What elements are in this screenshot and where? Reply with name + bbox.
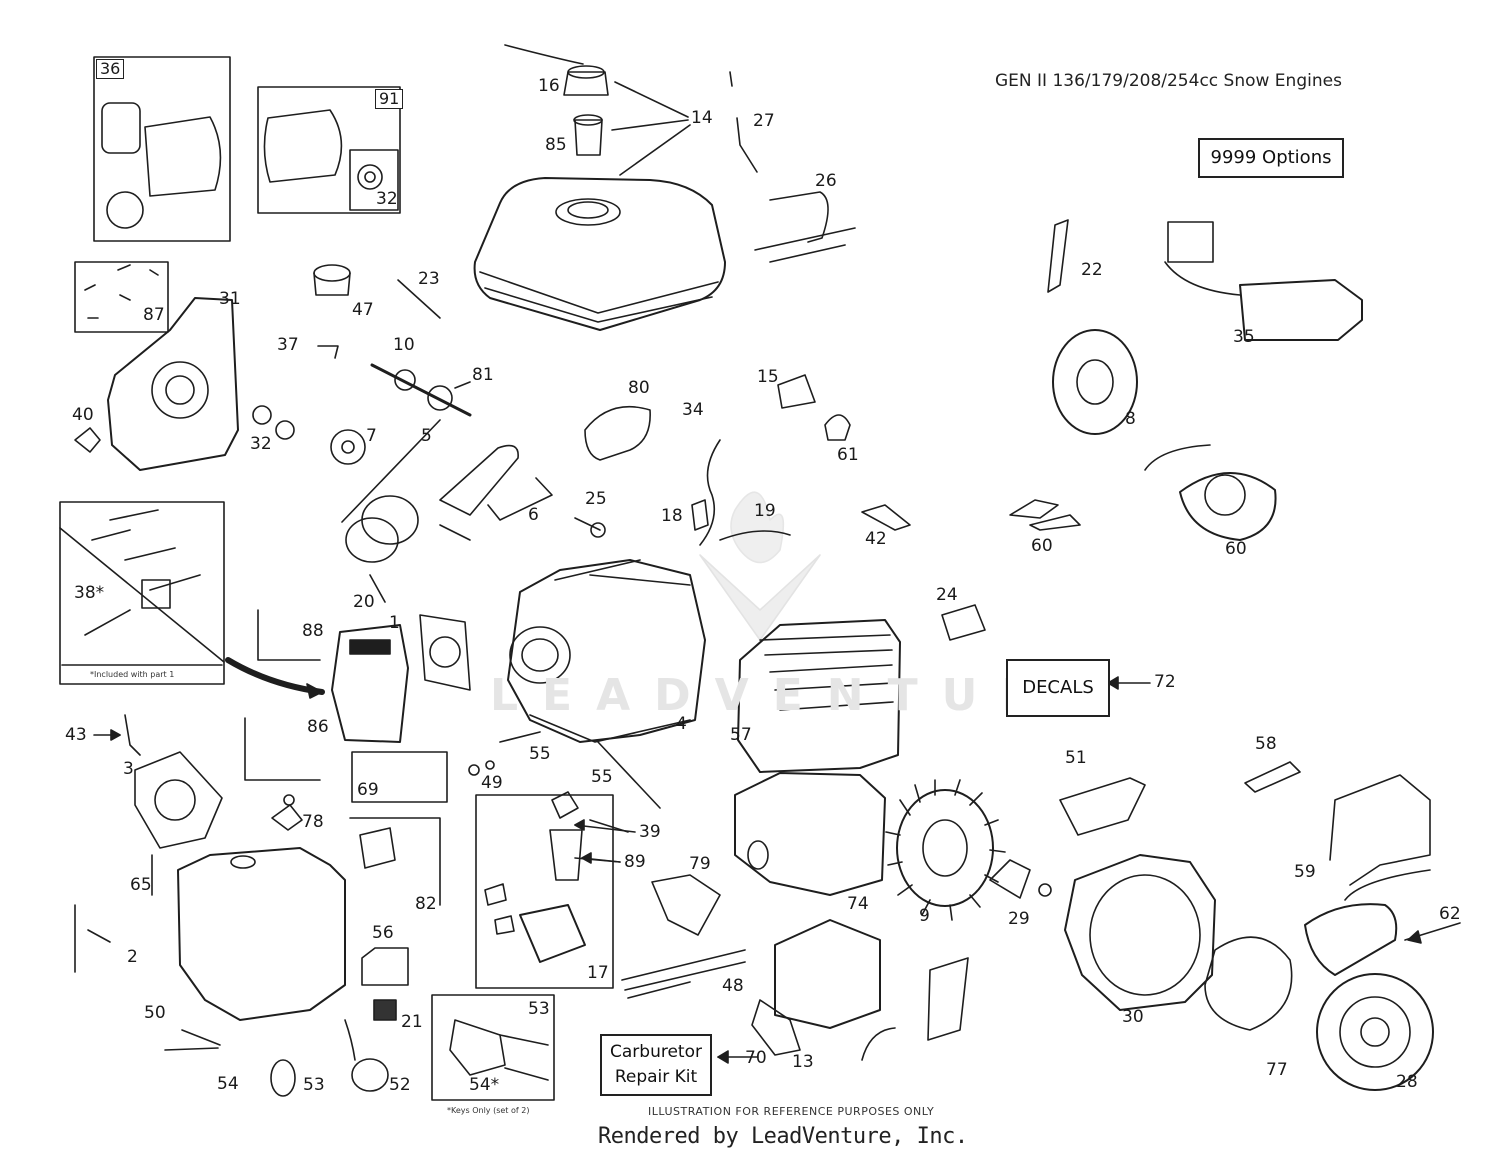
callout-57[interactable]: 57 xyxy=(730,725,752,745)
callout-35[interactable]: 35 xyxy=(1233,327,1255,347)
callout-60b[interactable]: 60 xyxy=(1225,539,1247,559)
callout-6[interactable]: 6 xyxy=(528,505,539,525)
callout-4[interactable]: 4 xyxy=(676,714,687,734)
callout-3[interactable]: 3 xyxy=(123,759,134,779)
callout-54[interactable]: 54 xyxy=(217,1074,239,1094)
callout-38[interactable]: 38* xyxy=(74,583,105,603)
callout-74[interactable]: 74 xyxy=(847,894,869,914)
callout-7[interactable]: 7 xyxy=(366,426,377,446)
callout-40[interactable]: 40 xyxy=(72,405,94,425)
callout-89[interactable]: 89 xyxy=(624,852,646,872)
callout-91[interactable]: 91 xyxy=(375,89,404,109)
callout-19[interactable]: 19 xyxy=(754,501,776,521)
callout-14[interactable]: 14 xyxy=(691,108,713,128)
callout-49[interactable]: 49 xyxy=(481,773,503,793)
callout-13[interactable]: 13 xyxy=(792,1052,814,1072)
callout-36[interactable]: 36 xyxy=(96,59,125,79)
callout-22[interactable]: 22 xyxy=(1081,260,1103,280)
callout-58[interactable]: 58 xyxy=(1255,734,1277,754)
callout-52[interactable]: 52 xyxy=(389,1075,411,1095)
callout-55b[interactable]: 55 xyxy=(591,767,613,787)
callout-72[interactable]: 72 xyxy=(1154,672,1176,692)
callout-65[interactable]: 65 xyxy=(130,875,152,895)
callout-37[interactable]: 37 xyxy=(277,335,299,355)
callout-60[interactable]: 60 xyxy=(1031,536,1053,556)
callout-30[interactable]: 30 xyxy=(1122,1007,1144,1027)
callout-28[interactable]: 28 xyxy=(1396,1072,1418,1092)
callout-78[interactable]: 78 xyxy=(302,812,324,832)
callout-82[interactable]: 82 xyxy=(415,894,437,914)
callout-80[interactable]: 80 xyxy=(628,378,650,398)
callout-26[interactable]: 26 xyxy=(815,171,837,191)
callout-32[interactable]: 32 xyxy=(376,189,398,209)
callout-81[interactable]: 81 xyxy=(472,365,494,385)
callout-79[interactable]: 79 xyxy=(689,854,711,874)
callout-20[interactable]: 20 xyxy=(353,592,375,612)
callout-39[interactable]: 39 xyxy=(639,822,661,842)
callout-24[interactable]: 24 xyxy=(936,585,958,605)
callout-17[interactable]: 17 xyxy=(587,963,609,983)
callout-77[interactable]: 77 xyxy=(1266,1060,1288,1080)
callout-43[interactable]: 43 xyxy=(65,725,87,745)
callout-56[interactable]: 56 xyxy=(372,923,394,943)
callout-32b[interactable]: 32 xyxy=(250,434,272,454)
callout-86[interactable]: 86 xyxy=(307,717,329,737)
callout-8[interactable]: 8 xyxy=(1125,409,1136,429)
callout-10[interactable]: 10 xyxy=(393,335,415,355)
callout-2[interactable]: 2 xyxy=(127,947,138,967)
callout-53[interactable]: 53 xyxy=(303,1075,325,1095)
reference-note: ILLUSTRATION FOR REFERENCE PURPOSES ONLY xyxy=(648,1105,935,1118)
callout-5[interactable]: 5 xyxy=(421,426,432,446)
callout-25[interactable]: 25 xyxy=(585,489,607,509)
callout-69[interactable]: 69 xyxy=(357,780,379,800)
callout-16[interactable]: 16 xyxy=(538,76,560,96)
callout-55[interactable]: 55 xyxy=(529,744,551,764)
callout-29[interactable]: 29 xyxy=(1008,909,1030,929)
rendered-by-credit: Rendered by LeadVenture, Inc. xyxy=(598,1124,968,1149)
callout-31[interactable]: 31 xyxy=(219,289,241,309)
options-label: 9999 Options xyxy=(1210,147,1332,168)
included-note: *Included with part 1 xyxy=(90,670,175,679)
callout-62[interactable]: 62 xyxy=(1439,904,1461,924)
callout-85[interactable]: 85 xyxy=(545,135,567,155)
callout-70[interactable]: 70 xyxy=(745,1048,767,1068)
callout-1[interactable]: 1 xyxy=(389,613,400,633)
decals-label: DECALS xyxy=(1022,677,1094,698)
callout-34[interactable]: 34 xyxy=(682,400,704,420)
diagram-title: GEN II 136/179/208/254cc Snow Engines xyxy=(995,71,1342,91)
callout-21[interactable]: 21 xyxy=(401,1012,423,1032)
callout-9[interactable]: 9 xyxy=(919,906,930,926)
callout-42[interactable]: 42 xyxy=(865,529,887,549)
callout-27[interactable]: 27 xyxy=(753,111,775,131)
callout-54-keys[interactable]: 54* xyxy=(469,1075,500,1095)
callout-88[interactable]: 88 xyxy=(302,621,324,641)
decals-button[interactable]: DECALS xyxy=(1006,659,1110,717)
callout-15[interactable]: 15 xyxy=(757,367,779,387)
callout-47[interactable]: 47 xyxy=(352,300,374,320)
callout-18[interactable]: 18 xyxy=(661,506,683,526)
watermark-text: LEADVENTURE xyxy=(490,670,1114,721)
callout-48[interactable]: 48 xyxy=(722,976,744,996)
callout-23[interactable]: 23 xyxy=(418,269,440,289)
carb-kit-label: Carburetor Repair Kit xyxy=(610,1042,702,1087)
callout-53b[interactable]: 53 xyxy=(528,999,550,1019)
callout-50[interactable]: 50 xyxy=(144,1003,166,1023)
callout-61[interactable]: 61 xyxy=(837,445,859,465)
keys-note: *Keys Only (set of 2) xyxy=(447,1106,530,1115)
callout-59[interactable]: 59 xyxy=(1294,862,1316,882)
options-button[interactable]: 9999 Options xyxy=(1198,138,1344,178)
callout-87[interactable]: 87 xyxy=(143,305,165,325)
callout-51[interactable]: 51 xyxy=(1065,748,1087,768)
carburetor-repair-kit-button[interactable]: Carburetor Repair Kit xyxy=(600,1034,712,1096)
